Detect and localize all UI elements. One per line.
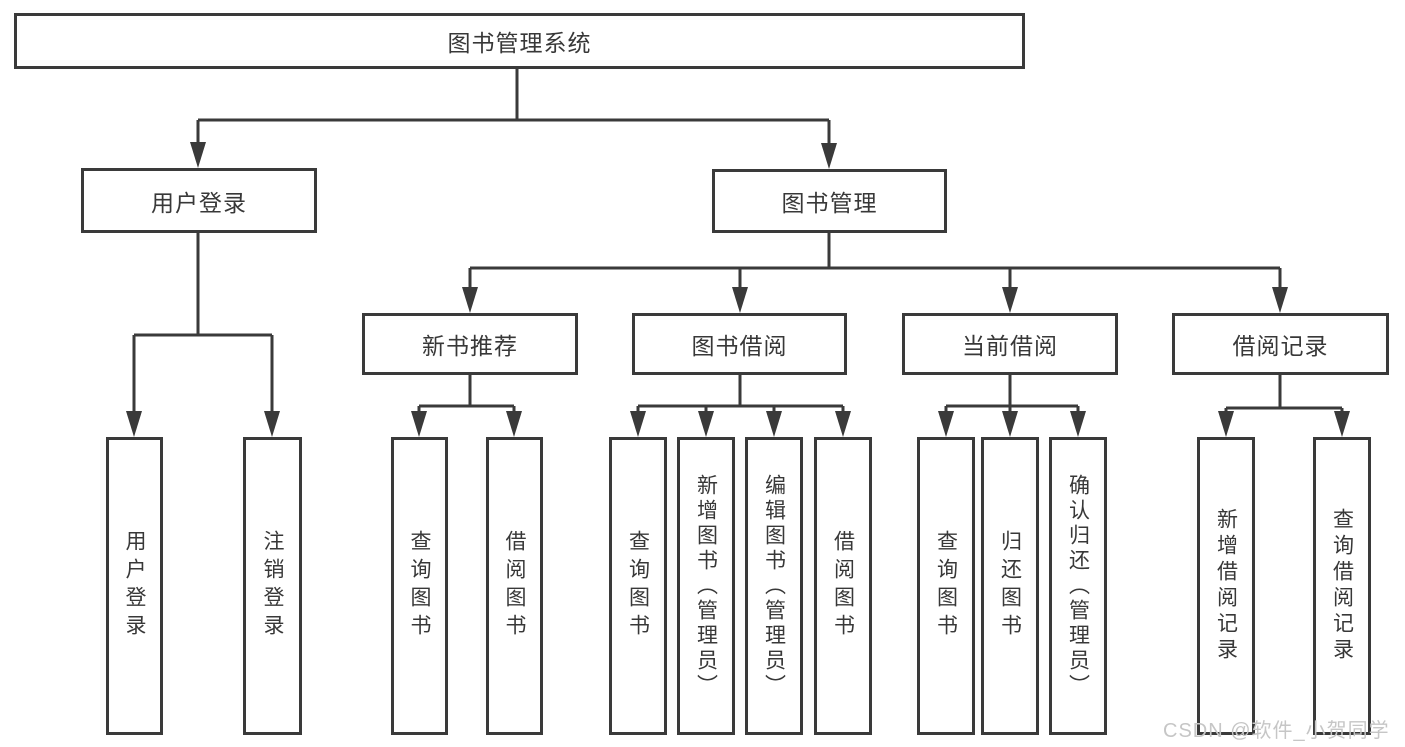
leaf-confirm-return-admin: 确认归还（管理员）	[1049, 437, 1107, 735]
node-library-management-system: 图书管理系统	[14, 13, 1025, 69]
node-book-management: 图书管理	[712, 169, 947, 233]
arrowheads	[126, 142, 1350, 437]
leaf-edit-books-admin: 编辑图书（管理员）	[745, 437, 803, 735]
leaf-query-books-current: 查询图书	[917, 437, 975, 735]
leaf-user-login: 用户登录	[106, 437, 163, 735]
node-new-book-recommendation: 新书推荐	[362, 313, 578, 375]
node-current-borrowing: 当前借阅	[902, 313, 1118, 375]
node-user-login: 用户登录	[81, 168, 317, 233]
tree-edges	[132, 69, 1344, 416]
leaf-borrow-books-recommend: 借阅图书	[486, 437, 543, 735]
leaf-query-borrow-record: 查询借阅记录	[1313, 437, 1371, 735]
csdn-watermark: CSDN @软件_小贺同学	[1163, 720, 1390, 742]
leaf-return-books: 归还图书	[981, 437, 1039, 735]
leaf-add-books-admin: 新增图书（管理员）	[677, 437, 735, 735]
leaf-query-books-borrowing: 查询图书	[609, 437, 667, 735]
leaf-add-borrow-record: 新增借阅记录	[1197, 437, 1255, 735]
leaf-logout: 注销登录	[243, 437, 302, 735]
node-book-borrowing: 图书借阅	[632, 313, 847, 375]
node-borrowing-records: 借阅记录	[1172, 313, 1389, 375]
leaf-query-books-recommend: 查询图书	[391, 437, 448, 735]
leaf-borrow-books-borrowing: 借阅图书	[814, 437, 872, 735]
